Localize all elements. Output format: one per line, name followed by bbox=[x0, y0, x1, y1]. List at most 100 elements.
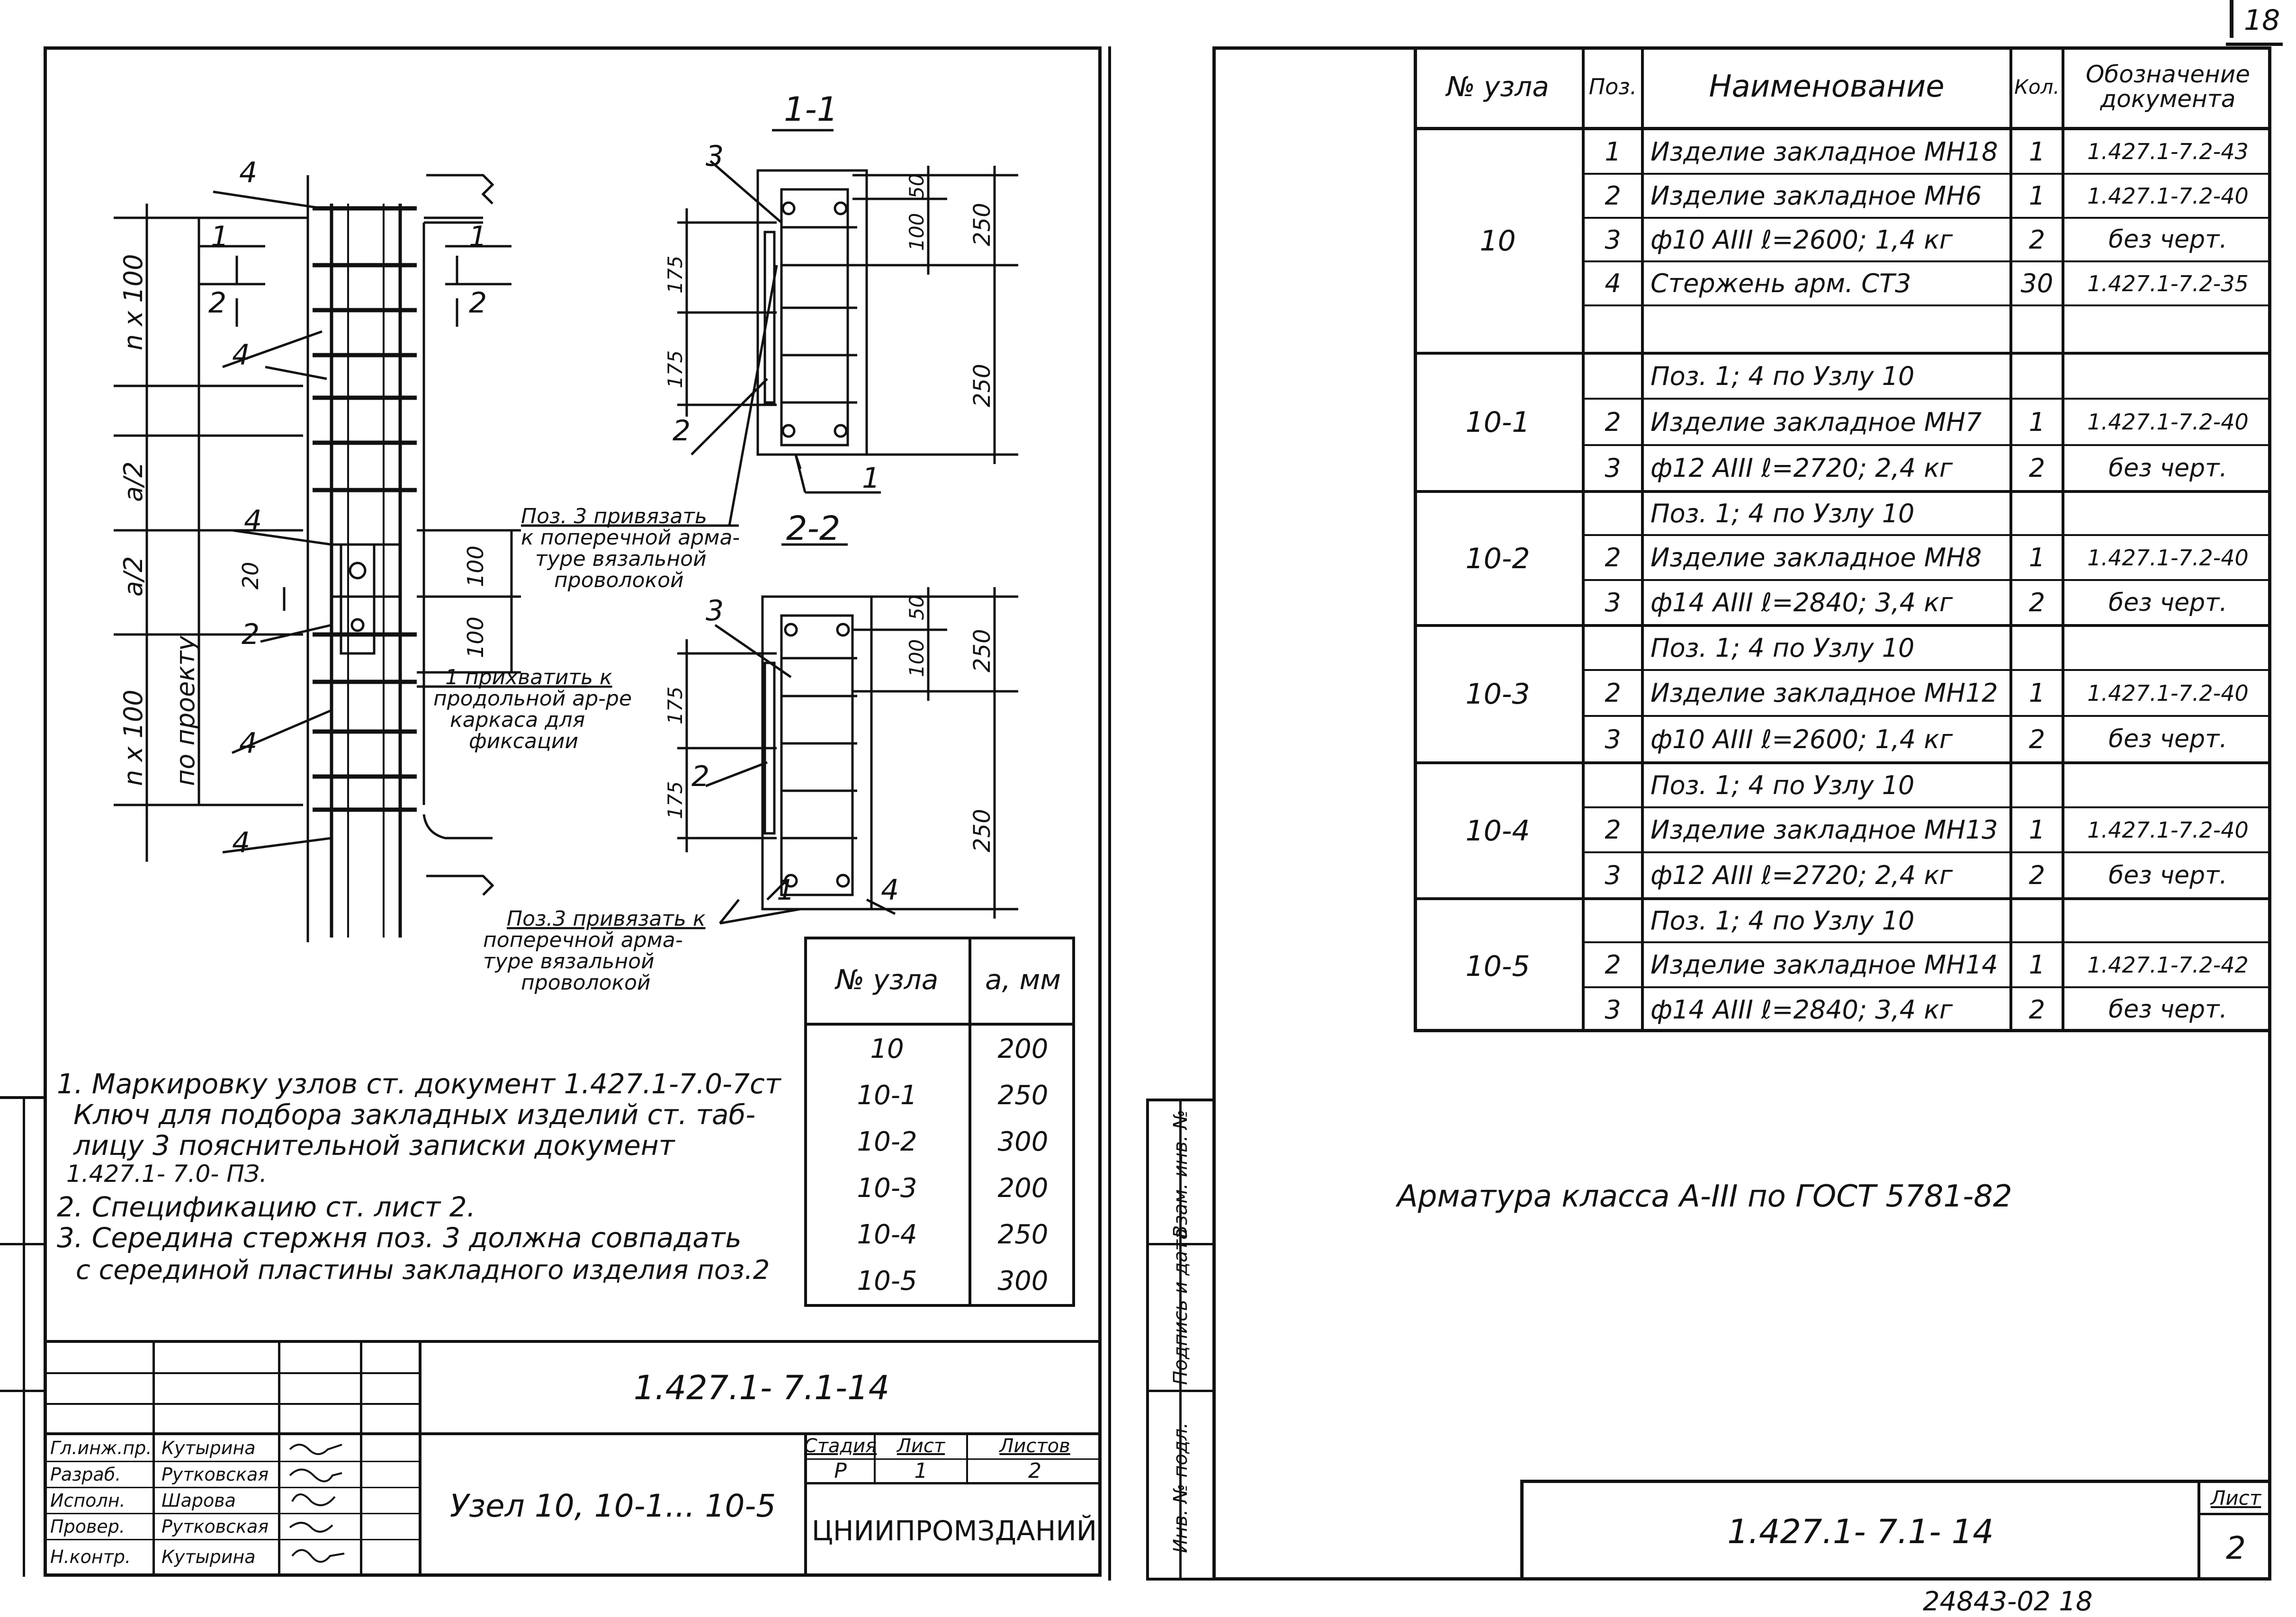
spec-node-10-3: 10-3 bbox=[1465, 678, 1530, 711]
s1-d100: 100 bbox=[905, 213, 928, 251]
note-line-2: Ключ для подбора закладных изделий ст. т… bbox=[73, 1099, 756, 1131]
title-block-row-2 bbox=[44, 1487, 419, 1488]
spec-g5-r2-doc: без черт. bbox=[2108, 995, 2227, 1024]
pos-4-b: 4 bbox=[232, 339, 250, 372]
node-a-r5-node: 10-5 bbox=[857, 1265, 917, 1296]
s1-pos2: 2 bbox=[673, 414, 691, 447]
sheet-header: Лист bbox=[897, 1435, 945, 1457]
spec-header-node: № узла bbox=[1446, 71, 1549, 103]
node-a-r4-node: 10-4 bbox=[857, 1219, 917, 1250]
title-block-v3 bbox=[360, 1340, 362, 1577]
side-stamp-inv: Инв. № подл. bbox=[1170, 1422, 1192, 1553]
s2-d100: 100 bbox=[905, 639, 928, 677]
callout-2-line-4: фиксации bbox=[469, 729, 578, 753]
node-a-r3-a: 200 bbox=[997, 1172, 1049, 1204]
s1-pos1: 1 bbox=[862, 462, 880, 495]
callout-1-line-4: проволокой bbox=[554, 568, 684, 592]
s1-pos3: 3 bbox=[706, 140, 724, 173]
spec-g0-r2-doc: без черт. bbox=[2108, 225, 2227, 254]
title-block-line-c bbox=[44, 1403, 419, 1405]
spec-g4-r2-doc: без черт. bbox=[2108, 861, 2227, 890]
spec-row-line bbox=[1582, 851, 2271, 853]
spec-header-doc: Обозначение документа bbox=[2086, 60, 2250, 113]
role-4: Провер. bbox=[50, 1516, 125, 1537]
title-block-sv2 bbox=[966, 1432, 968, 1483]
spec-g5-r2-pos: 3 bbox=[1605, 994, 1621, 1025]
spec-g0-r0-qty: 1 bbox=[2028, 136, 2045, 167]
spec-g1-r1-qty: 1 bbox=[2028, 407, 2045, 437]
spec-row-line bbox=[1582, 534, 2271, 536]
spec-g2-r1-qty: 1 bbox=[2028, 543, 2045, 572]
spec-row-line bbox=[1582, 941, 2271, 943]
spec-vline-2 bbox=[1641, 46, 1644, 1032]
spec-g4-r0-name: Поз. 1; 4 по Узлу 10 bbox=[1650, 770, 1915, 800]
side-stamp-tick bbox=[1146, 1243, 1216, 1245]
node-a-r2-node: 10-2 bbox=[857, 1126, 917, 1157]
cut-1-right: 1 bbox=[469, 220, 487, 253]
spec-g2-r2-pos: 3 bbox=[1605, 588, 1621, 617]
spec-g0-r2-qty: 2 bbox=[2028, 224, 2045, 255]
callout-2-line-2: продольной ар-ре bbox=[433, 687, 632, 711]
title-block-row-3 bbox=[44, 1513, 419, 1514]
pos-4-d: 4 bbox=[239, 727, 257, 760]
s1-d250a: 250 bbox=[969, 203, 996, 246]
role-2: Разраб. bbox=[50, 1464, 121, 1485]
spec-g1-r1-doc: 1.427.1-7.2-40 bbox=[2087, 409, 2249, 435]
spec-g3-r1-doc: 1.427.1-7.2-40 bbox=[2087, 680, 2249, 706]
node-a-r2-a: 300 bbox=[997, 1126, 1049, 1157]
spec-g2-r2-qty: 2 bbox=[2028, 588, 2045, 617]
title-block-stage-row bbox=[804, 1458, 1102, 1460]
title-block-v4 bbox=[419, 1340, 422, 1577]
section-2-label: 2-2 bbox=[786, 509, 840, 548]
spec-header-pos: Поз. bbox=[1588, 74, 1637, 99]
name-1: Кутырина bbox=[161, 1438, 256, 1458]
node-a-header-node: № узла bbox=[835, 964, 939, 996]
cut-2-left: 2 bbox=[208, 286, 226, 320]
pos-4-c: 4 bbox=[244, 504, 262, 537]
spec-g0-r3-name: Стержень арм. СТ3 bbox=[1650, 268, 1911, 298]
spec-row-line bbox=[1582, 715, 2271, 717]
spec-node-10-1: 10-1 bbox=[1465, 406, 1530, 439]
sheet-divider bbox=[1108, 46, 1111, 1581]
left-margin-divider bbox=[23, 1096, 25, 1577]
spec-g0-r1-doc: 1.427.1-7.2-40 bbox=[2087, 183, 2249, 209]
cut-1-left: 1 bbox=[211, 220, 229, 253]
spec-node-10-2: 10-2 bbox=[1465, 542, 1530, 575]
right-top-border-extension bbox=[2226, 43, 2283, 46]
spec-g0-r2-pos: 3 bbox=[1605, 224, 1621, 255]
spec-g0-r3-pos: 4 bbox=[1605, 268, 1621, 298]
sheets-header: Листов bbox=[999, 1435, 1070, 1457]
spec-header-qty: Кол. bbox=[2014, 75, 2060, 98]
stage-header: Стадия bbox=[804, 1435, 877, 1457]
note-line-4: 1.427.1- 7.0- ПЗ. bbox=[66, 1160, 267, 1188]
callout-1-line-1: Поз. 3 привязать bbox=[521, 504, 707, 528]
s1-d175b: 175 bbox=[664, 350, 687, 388]
s2-d175b: 175 bbox=[664, 781, 687, 819]
callout-3-line-2: поперечной арма- bbox=[483, 928, 683, 952]
right-doc-code: 1.427.1- 7.1- 14 bbox=[1727, 1512, 1994, 1551]
node-a-r5-a: 300 bbox=[997, 1265, 1049, 1296]
spec-group-line-2 bbox=[1414, 490, 2271, 493]
dim-a-half-top: a/2 bbox=[118, 461, 148, 502]
spec-g1-r2-pos: 3 bbox=[1605, 453, 1621, 483]
dim-100-a: 100 bbox=[463, 545, 488, 587]
left-doc-code: 1.427.1- 7.1-14 bbox=[633, 1368, 890, 1407]
spec-g3-r1-name: Изделие закладное МН12 bbox=[1650, 678, 1998, 708]
s2-d250b: 250 bbox=[969, 809, 996, 852]
s2-pos4: 4 bbox=[881, 874, 899, 907]
right-sheet-header: Лист bbox=[2210, 1486, 2261, 1510]
spec-g0-r1-name: Изделие закладное МН6 bbox=[1650, 181, 1982, 211]
title-block-v1 bbox=[152, 1340, 155, 1577]
spec-row-line bbox=[1582, 260, 2271, 262]
dim-a-half-bottom: a/2 bbox=[118, 556, 148, 597]
spec-row-line bbox=[1582, 669, 2271, 671]
title-block-row-1 bbox=[44, 1461, 419, 1462]
spec-g0-r0-doc: 1.427.1-7.2-43 bbox=[2087, 139, 2249, 164]
spec-g4-r2-qty: 2 bbox=[2028, 860, 2045, 890]
dim-100-b: 100 bbox=[463, 616, 488, 658]
node-a-table-hline bbox=[804, 1023, 1075, 1026]
stage-value: Р bbox=[834, 1459, 847, 1483]
spec-table bbox=[1414, 46, 2271, 1032]
spec-g0-r2-name: ф10 АIII ℓ=2600; 1,4 кг bbox=[1650, 224, 1953, 255]
node-a-table-vline bbox=[969, 937, 971, 1307]
